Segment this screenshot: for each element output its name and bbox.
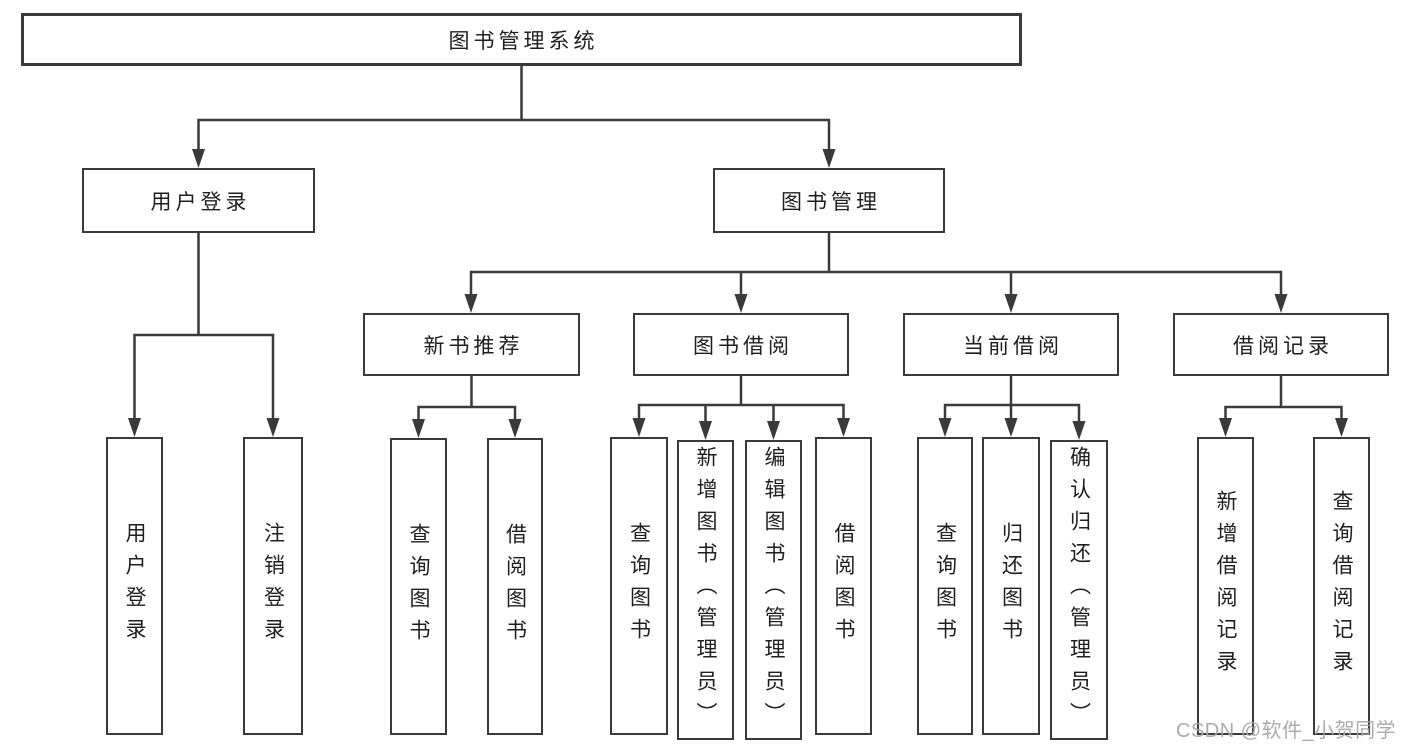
node-user-login: 用户登录 — [82, 168, 315, 233]
node-book-borrow: 图书借阅 — [633, 313, 849, 376]
leaf-borrow-query-books: 查询图书 — [610, 437, 668, 735]
leaf-current-return-books: 归还图书 — [982, 437, 1040, 735]
node-label: 借阅记录 — [1233, 334, 1333, 358]
node-label: 图书管理系统 — [448, 29, 599, 53]
leaf-newbook-borrow-books: 借阅图书 — [487, 438, 543, 735]
leaf-records-query-record: 查询借阅记录 — [1313, 437, 1370, 735]
node-borrow-records: 借阅记录 — [1173, 313, 1389, 376]
leaf-records-add-record: 新增借阅记录 — [1197, 437, 1254, 735]
leaf-borrow-borrow-books: 借阅图书 — [815, 437, 872, 735]
node-label: 图书借阅 — [693, 334, 793, 358]
node-label: 用户登录 — [150, 190, 251, 214]
node-label: 查询图书 — [627, 522, 651, 650]
leaf-newbook-query-books: 查询图书 — [390, 438, 447, 735]
leaf-borrow-edit-books-admin: 编辑图书（管理员） — [745, 440, 802, 740]
leaf-user-login: 用户登录 — [106, 437, 163, 735]
leaf-current-query-books: 查询图书 — [917, 437, 973, 735]
node-label: 当前借阅 — [963, 334, 1063, 358]
node-label: 确认归还（管理员） — [1067, 446, 1091, 734]
node-label: 查询借阅记录 — [1330, 490, 1353, 682]
node-label: 查询图书 — [933, 522, 957, 650]
node-current-borrow: 当前借阅 — [903, 313, 1119, 376]
leaf-borrow-add-books-admin: 新增图书（管理员） — [677, 440, 734, 740]
node-label: 查询图书 — [407, 522, 430, 651]
node-label: 用户登录 — [123, 522, 146, 650]
node-label: 新增借阅记录 — [1214, 490, 1237, 682]
node-label: 新增图书（管理员） — [694, 446, 717, 734]
node-label: 归还图书 — [999, 522, 1023, 650]
node-label: 图书管理 — [781, 190, 881, 214]
arrowheads — [128, 149, 1348, 440]
leaf-logout-login: 注销登录 — [243, 437, 303, 735]
node-library-management-system: 图书管理系统 — [21, 13, 1022, 66]
node-label: 注销登录 — [261, 522, 285, 650]
leaf-current-confirm-return-admin: 确认归还（管理员） — [1050, 440, 1108, 740]
node-label: 编辑图书（管理员） — [762, 446, 785, 734]
node-book-management: 图书管理 — [713, 168, 945, 233]
csdn-watermark: CSDN @软件_小贺同学 — [1176, 720, 1397, 742]
node-new-book-recommend: 新书推荐 — [363, 313, 580, 376]
node-label: 新书推荐 — [423, 334, 524, 358]
node-label: 借阅图书 — [503, 522, 527, 651]
node-label: 借阅图书 — [832, 522, 855, 650]
